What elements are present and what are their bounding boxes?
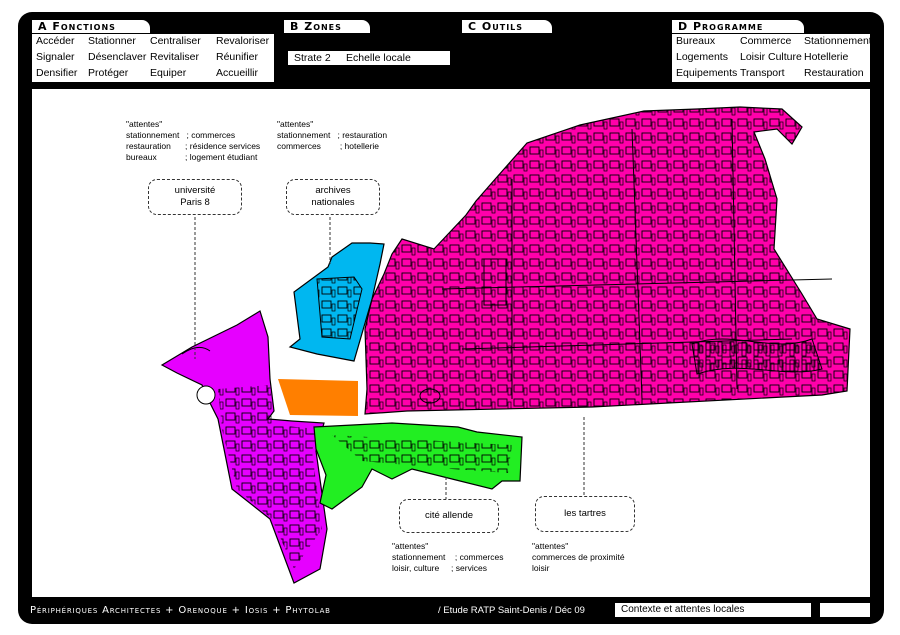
zone-orange-plot[interactable]: [278, 379, 358, 416]
fonctions-grid: Accéder Stationner Centraliser Revaloris…: [32, 34, 274, 82]
callout-archives-nationales[interactable]: archives nationales: [286, 179, 380, 215]
zone-cite-allende[interactable]: [313, 422, 523, 510]
programme-restauration[interactable]: Restauration: [804, 67, 864, 79]
callout-les-tartres[interactable]: les tartres: [535, 496, 635, 532]
fonction-densifier[interactable]: Densifier: [36, 67, 78, 79]
footer-credits: Périphériques Architectes + Orenoque + I…: [30, 605, 331, 616]
note-tartres: "attentes" commerces de proximité loisir: [532, 541, 625, 573]
tab-zones[interactable]: B Zones: [284, 20, 370, 33]
fonction-revitaliser[interactable]: Revitaliser: [150, 51, 200, 63]
programme-equipements[interactable]: Equipements: [676, 67, 738, 79]
note-archives: "attentes" stationnement ; restauration …: [277, 119, 388, 151]
footer-project: / Etude RATP Saint-Denis / Déc 09: [438, 605, 585, 616]
programme-hotellerie[interactable]: Hotellerie: [804, 51, 849, 63]
fonction-reunifier[interactable]: Réunifier: [216, 51, 259, 63]
zone-archives-nationales[interactable]: [288, 242, 385, 362]
tab-programme[interactable]: D Programme: [672, 20, 804, 33]
footer-blank-box: [820, 603, 870, 617]
fonction-equiper[interactable]: Equiper: [150, 67, 187, 79]
note-paris8: "attentes" stationnement ; commerces res…: [126, 119, 261, 162]
district-map: [160, 106, 851, 584]
fonction-revaloriser[interactable]: Revaloriser: [216, 35, 270, 47]
zones-box: Strate 2 Echelle locale: [288, 51, 450, 65]
programme-bureaux[interactable]: Bureaux: [676, 35, 716, 47]
programme-transport[interactable]: Transport: [740, 67, 785, 79]
callout-cite-allende[interactable]: cité allende: [399, 499, 499, 533]
zone-echelle[interactable]: Echelle locale: [346, 52, 411, 64]
fonction-signaler[interactable]: Signaler: [36, 51, 75, 63]
fonction-stationner[interactable]: Stationner: [88, 35, 136, 47]
tab-fonctions[interactable]: A Fonctions: [32, 20, 150, 33]
fonction-desenclaver[interactable]: Désenclaver: [88, 51, 147, 63]
programme-logements[interactable]: Logements: [676, 51, 728, 63]
programme-commerce[interactable]: Commerce: [740, 35, 792, 47]
map-area: "attentes" stationnement ; commerces res…: [32, 89, 870, 597]
fonction-centraliser[interactable]: Centraliser: [150, 35, 201, 47]
programme-loisir-culture[interactable]: Loisir Culture: [740, 51, 802, 63]
programme-stationnement[interactable]: Stationnement: [804, 35, 872, 47]
tab-outils[interactable]: C Outils: [462, 20, 552, 33]
fonction-accueillir[interactable]: Accueillir: [216, 67, 259, 79]
note-cite: "attentes" stationnement ; commerces loi…: [392, 541, 504, 573]
footer-title-box: Contexte et attentes locales: [615, 603, 811, 617]
fonction-proteger[interactable]: Protéger: [88, 67, 129, 79]
zone-strate[interactable]: Strate 2: [294, 52, 331, 64]
programme-grid: Bureaux Commerce Stationnement Logements…: [672, 34, 872, 82]
callout-universite-paris-8[interactable]: université Paris 8: [148, 179, 242, 215]
fonction-acceder[interactable]: Accéder: [36, 35, 75, 47]
zone-les-tartres[interactable]: [364, 106, 851, 415]
zone-universite-paris-8[interactable]: [160, 310, 328, 584]
